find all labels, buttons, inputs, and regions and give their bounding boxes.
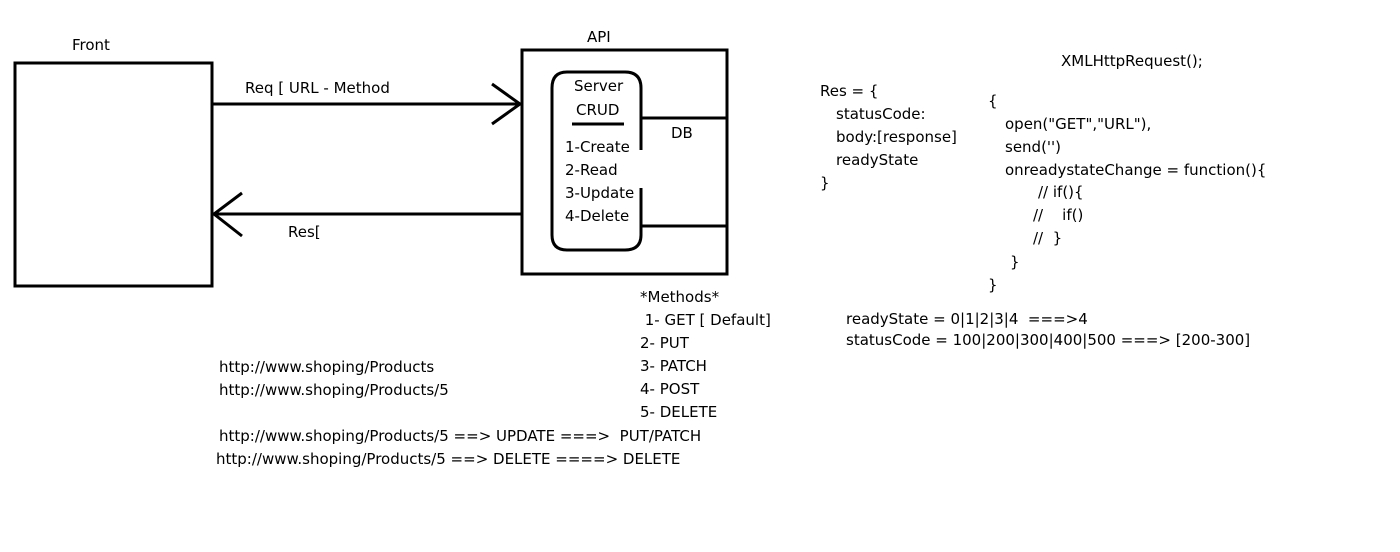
xhr-comment-if: // if(){ (1038, 183, 1084, 201)
method-item-patch: 3- PATCH (640, 357, 707, 375)
method-item-delete: 5- DELETE (640, 403, 718, 421)
request-arrowhead (491, 82, 523, 126)
front-box (13, 61, 214, 288)
xhr-open-brace: { (988, 92, 998, 110)
res-open: Res = { (820, 82, 879, 100)
xhr-inner-close: } (1010, 253, 1020, 271)
res-field-body: body:[response] (836, 128, 957, 146)
res-close: } (820, 174, 830, 192)
methods-title: *Methods* (640, 288, 720, 306)
crud-label: CRUD (576, 101, 620, 119)
server-box (550, 70, 643, 252)
server-label: Server (574, 77, 624, 95)
xhr-outer-close: } (988, 276, 998, 294)
xhr-comment-inner-if: // if() (1033, 206, 1084, 224)
status-code-note: statusCode = 100|200|300|400|500 ===> [2… (846, 331, 1251, 349)
api-label: API (587, 28, 611, 46)
url-mapping-delete: http://www.shoping/Products/5 ==> DELETE… (216, 450, 681, 468)
response-arrowhead (211, 191, 243, 238)
crud-item-create: 1-Create (565, 138, 630, 156)
url-example-products: http://www.shoping/Products (219, 358, 435, 376)
api-box (520, 48, 729, 276)
url-mapping-update: http://www.shoping/Products/5 ==> UPDATE… (219, 427, 702, 445)
xhr-line-onready: onreadystateChange = function(){ (1005, 161, 1267, 179)
ready-state-note: readyState = 0|1|2|3|4 ===>4 (846, 310, 1088, 328)
res-field-readystate: readyState (836, 151, 919, 169)
db-label: DB (671, 124, 693, 142)
crud-item-read: 2-Read (565, 161, 618, 179)
front-label: Front (72, 36, 110, 54)
xhr-line-send: send('') (1005, 138, 1062, 156)
xhr-comment-close: // } (1033, 229, 1063, 247)
method-item-get: 1- GET [ Default] (640, 311, 771, 329)
crud-item-update: 3-Update (565, 184, 635, 202)
crud-item-delete: 4-Delete (565, 207, 630, 225)
xhr-title: XMLHttpRequest(); (1061, 52, 1203, 70)
method-item-post: 4- POST (640, 380, 700, 398)
response-label: Res[ (288, 223, 321, 241)
res-field-statuscode: statusCode: (836, 105, 926, 123)
url-example-product-5: http://www.shoping/Products/5 (219, 381, 449, 399)
method-item-put: 2- PUT (640, 334, 689, 352)
request-label: Req [ URL - Method (245, 79, 390, 97)
xhr-line-open: open("GET","URL"), (1005, 115, 1152, 133)
